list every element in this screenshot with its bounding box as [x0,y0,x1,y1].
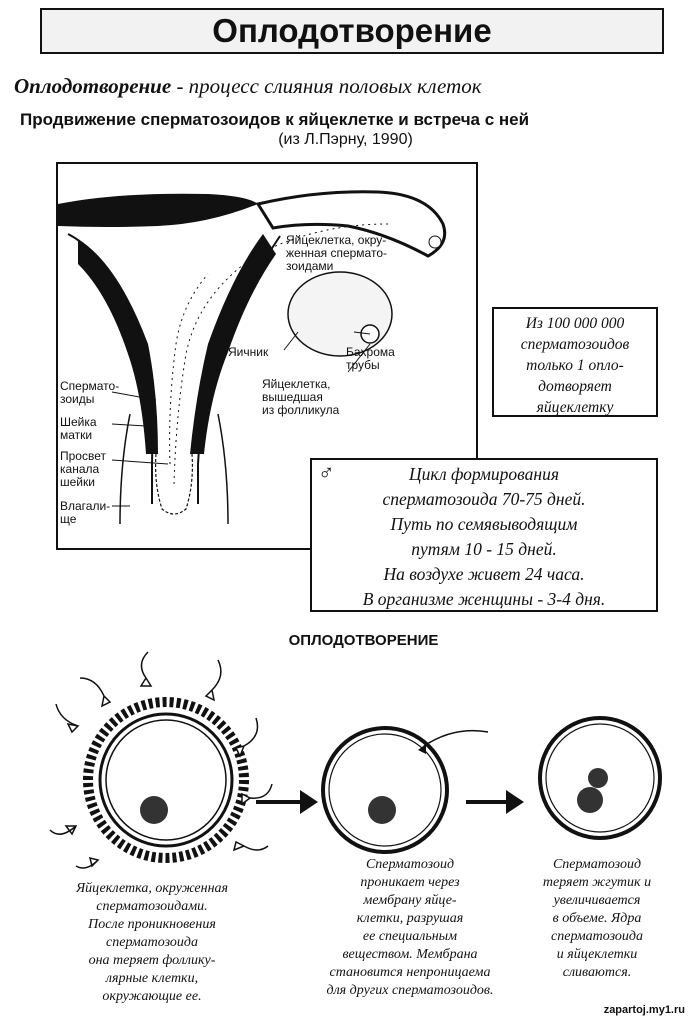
sperm-count-note: Из 100 000 000 сперматозоидов только 1 о… [492,307,658,417]
fertilization-heading: ОПЛОДОТВОРЕНИЕ [288,632,439,649]
label-leader-lines [111,331,371,507]
label-sperm: Спермато- зоиды [60,379,120,406]
caption-stage2: Сперматозоид проникает через мембрану яй… [326,857,494,998]
ovary-shape [287,271,393,357]
uterus-outline [67,233,281,504]
stage3-egg [538,716,662,840]
stage2-egg [321,726,489,854]
sperm-trail [173,223,389,485]
vagina-outline [119,413,229,525]
left-fallopian-tube [58,193,258,227]
stage-arrow-2 [466,790,524,814]
sperm-cycle-note: ♂ Цикл формирования сперматозоида 70-75 … [310,458,658,612]
page-title: Оплодотворение [40,8,664,54]
figure-subtitle: Продвижение сперматозоидов к яйцеклетке … [20,110,530,129]
label-fimbria: Бахрома трубы [346,345,395,372]
definition: Оплодотворение - процесс слияния половых… [14,74,691,99]
sperm-trail-2 [169,273,209,465]
uterus-right-wall [190,234,276,454]
uterus-left-wall [78,239,158,454]
label-vagina: Влагали- ще [60,499,111,526]
stage-arrow-1 [256,790,318,814]
anatomy-figure: Яйцеклетка, окру- женная спермато- зоида… [56,162,478,550]
right-fallopian-tube [255,190,447,258]
label-cervical-canal: Просвет канала шейки [60,449,106,489]
male-symbol-icon: ♂ [318,460,335,485]
caption-stage3: Сперматозоид теряет жгутик и увеличивает… [542,857,652,980]
fertilization-stages [49,651,662,869]
figure-source: (из Л.Пэрну, 1990) [278,131,413,148]
caption-stage1: Яйцеклетка, окруженная сперматозоидами. … [75,881,229,1004]
label-egg-left-follicle: Яйцеклетка, вышедшая из фолликула [262,377,340,417]
definition-term: Оплодотворение [14,74,172,98]
stage1-sperm [49,651,273,869]
uterus-illustration [58,190,447,525]
stage1-egg [83,697,249,863]
label-egg-surrounded: Яйцеклетка, окру- женная спермато- зоида… [286,233,387,273]
definition-text: - процесс слияния половых клеток [171,74,482,98]
egg-in-tube [428,235,442,249]
watermark: zapartoj.my1.ru [603,1004,685,1016]
label-ovary: Яичник [228,345,269,359]
label-cervix: Шейка матки [60,415,97,442]
